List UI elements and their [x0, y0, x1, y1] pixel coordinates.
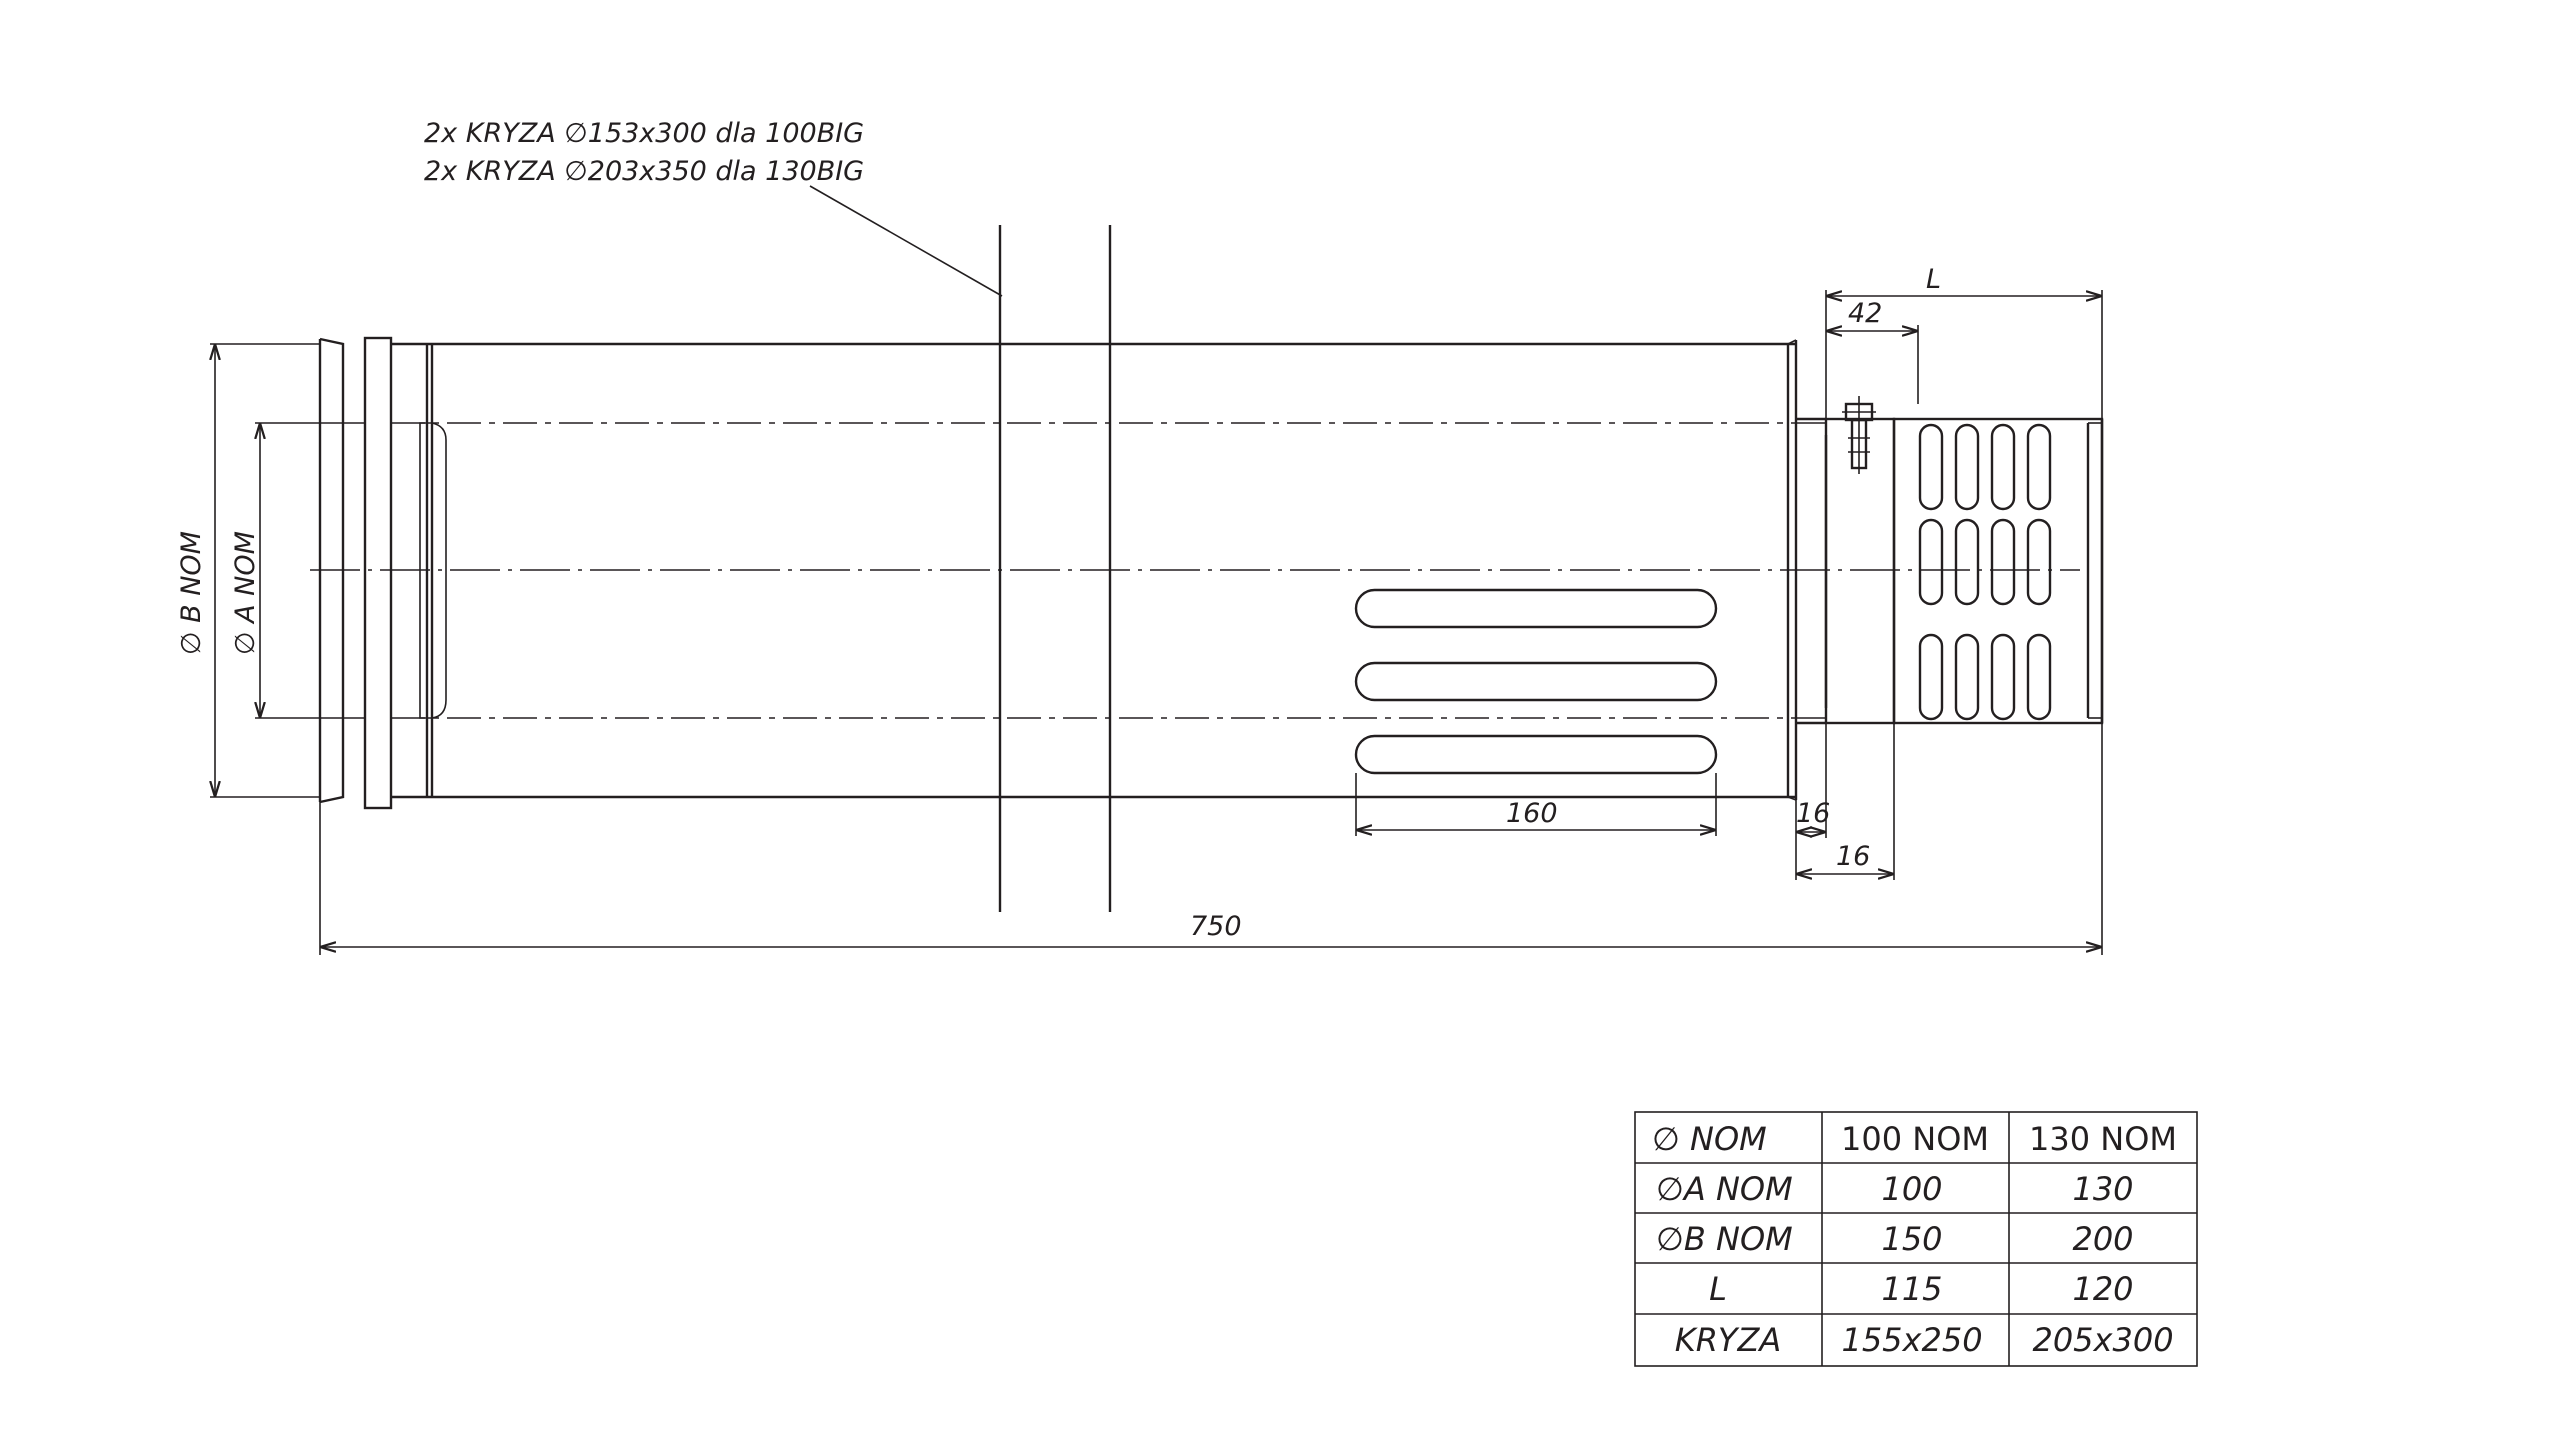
callout-line-1: 2x KRYZA ∅153x300 dla 100BIG [424, 118, 864, 149]
table-header-0: ∅ NOM [1652, 1120, 1767, 1158]
table-cell-0-2: 130 [2072, 1170, 2133, 1208]
terminal [1796, 396, 2104, 725]
table-cell-1-2: 200 [2072, 1220, 2133, 1258]
table-cell-2-0: L [1709, 1270, 1727, 1308]
table-cell-3-2: 205x300 [2032, 1321, 2173, 1359]
screw-icon [1842, 396, 1876, 474]
callout: 2x KRYZA ∅153x300 dla 100BIG 2x KRYZA ∅2… [424, 118, 1003, 297]
dim-42: 42 [1848, 298, 1882, 329]
dimensions: ∅ B NOM ∅ A NOM 750 160 16 16 42 [176, 264, 2103, 955]
table-cell-3-1: 155x250 [1841, 1321, 1982, 1359]
dim-gap-2: 16 [1836, 841, 1870, 872]
outer-slots [1354, 588, 1718, 775]
dim-slot-length: 160 [1506, 798, 1558, 829]
dim-dia-b: ∅ B NOM [176, 531, 207, 655]
callout-leader [809, 185, 1003, 297]
dim-dia-a: ∅ A NOM [230, 531, 261, 655]
dim-gap-1: 16 [1796, 798, 1830, 829]
table-cell-1-1: 150 [1881, 1220, 1942, 1258]
table-header-2: 130 NOM [2029, 1120, 2177, 1158]
spec-table: ∅ NOM 100 NOM 130 NOM ∅A NOM 100 130 ∅B … [1634, 1111, 2198, 1367]
table-cell-0-0: ∅A NOM [1656, 1170, 1793, 1208]
table-header-1: 100 NOM [1841, 1120, 1989, 1158]
table-cell-0-1: 100 [1881, 1170, 1942, 1208]
table-cell-2-2: 120 [2072, 1270, 2133, 1308]
table-cell-1-0: ∅B NOM [1656, 1220, 1793, 1258]
dim-L: L [1926, 264, 1941, 295]
pipe-body [310, 225, 2080, 912]
callout-line-2: 2x KRYZA ∅203x350 dla 130BIG [424, 156, 864, 187]
dim-length-total: 750 [1190, 911, 1242, 942]
table-cell-3-0: KRYZA [1675, 1321, 1782, 1359]
table-cell-2-1: 115 [1881, 1270, 1942, 1308]
